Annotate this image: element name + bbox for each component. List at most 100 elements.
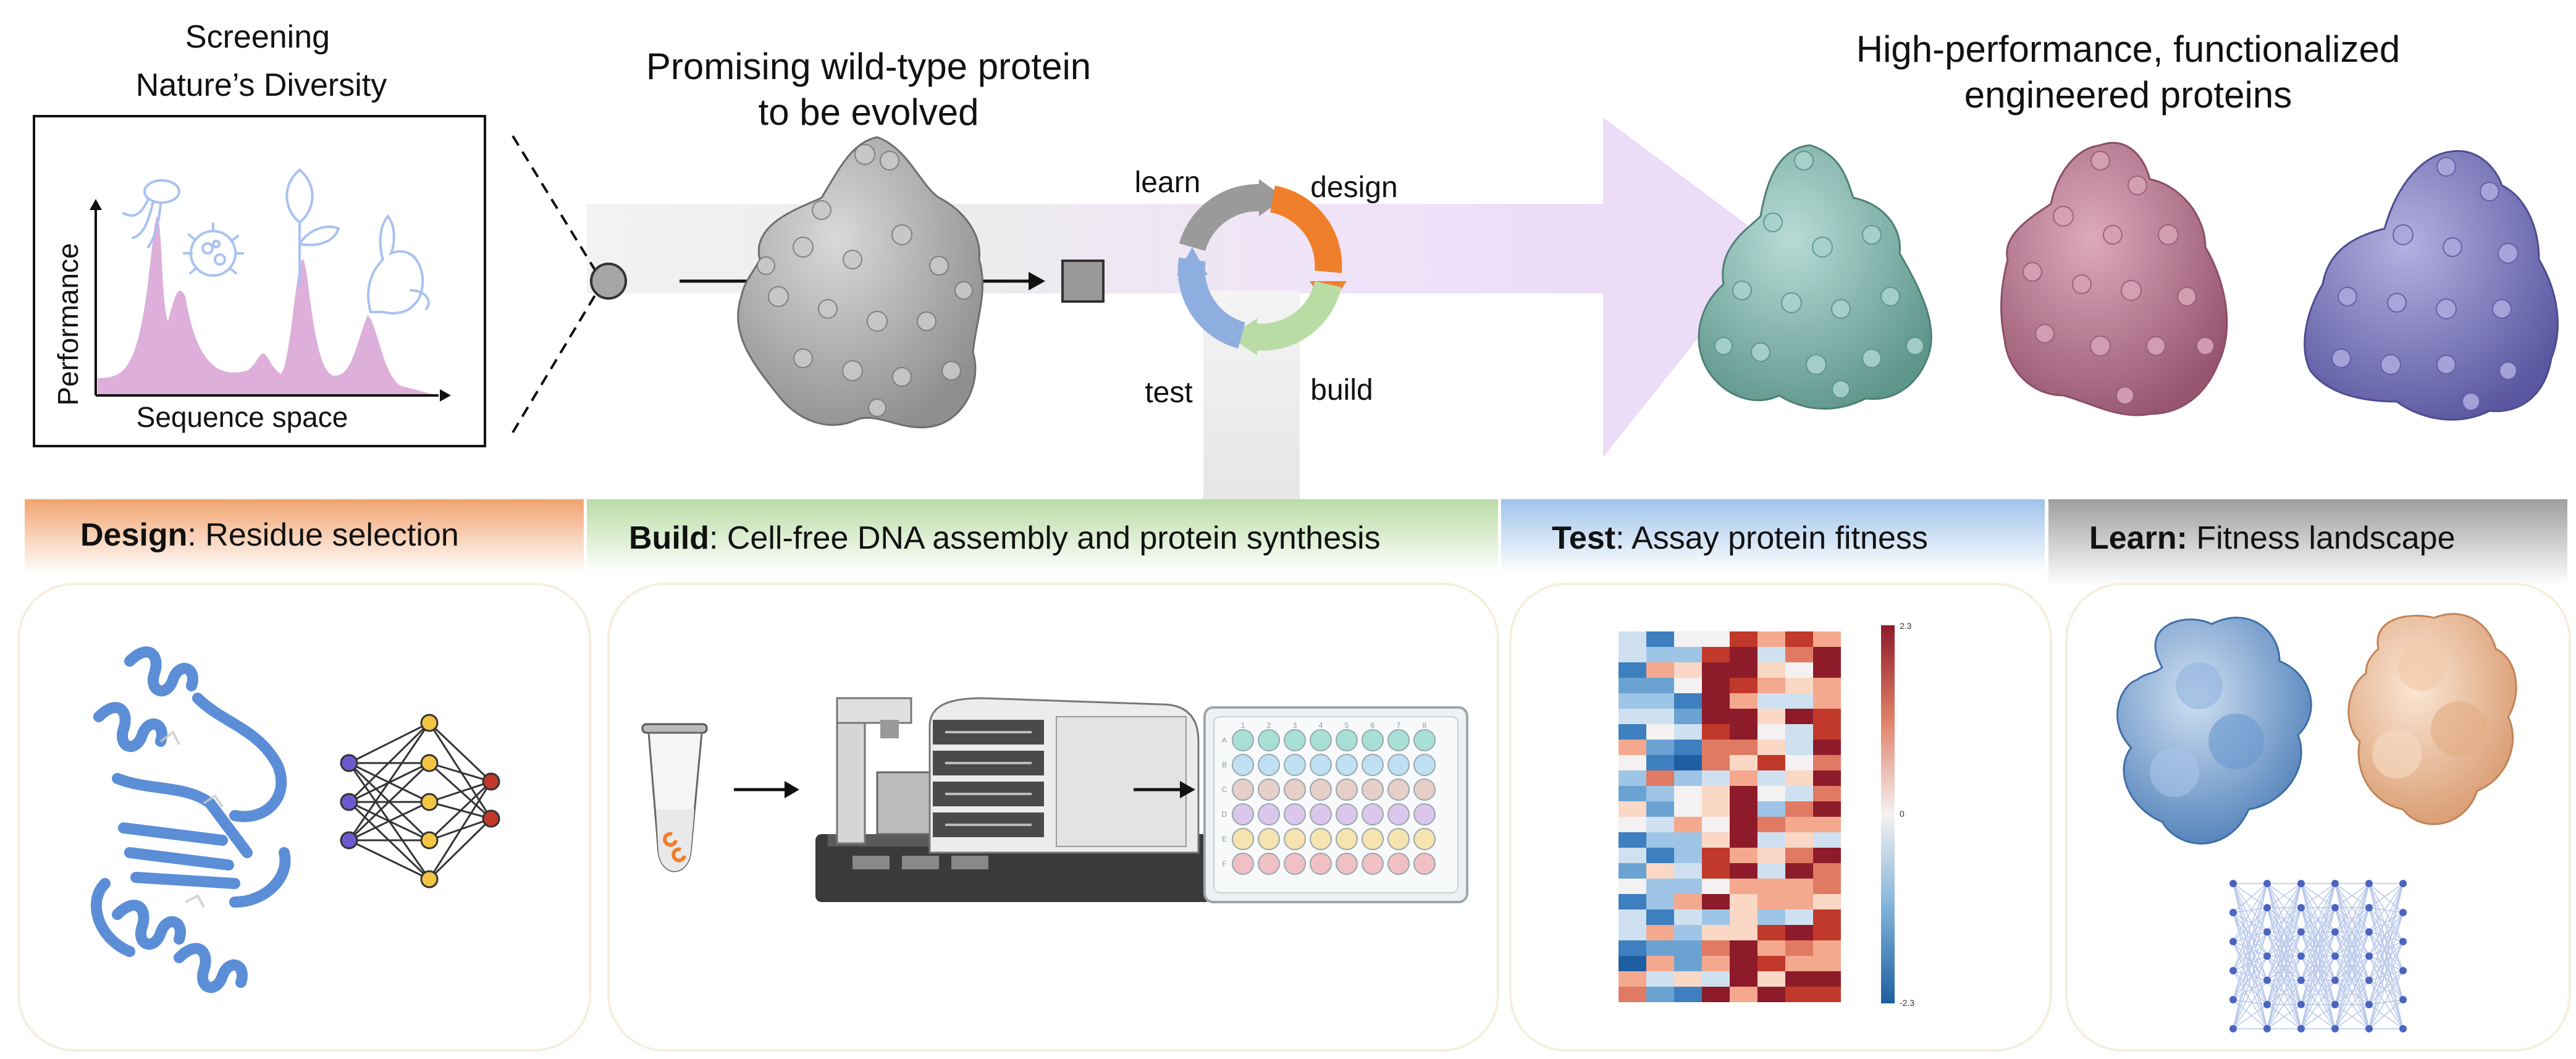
nn-connection [2233,883,2268,1005]
nn-connection [2267,980,2302,1029]
start-point-circle [590,263,627,300]
heatmap-cell [1813,971,1841,987]
heatmap-cell [1674,817,1702,832]
plate-well [1336,754,1358,776]
nn-connection [2233,883,2268,1000]
heatmap-cell [1702,709,1730,724]
heatmap-cell [1702,832,1730,848]
heatmap-cell [1618,956,1646,971]
heatmap-cell [1618,709,1646,724]
heatmap-cell [1757,709,1785,724]
nn-connection [2368,883,2404,908]
nn-node [2331,976,2339,984]
y-axis-label: Performance [52,243,84,406]
nn-node [2365,952,2373,960]
heatmap-cell [1702,940,1730,956]
plate-well [1310,828,1332,850]
nn-connection [2368,907,2404,1029]
plate-well [1232,828,1254,850]
heatmap-cell [1674,863,1702,879]
wildtype-protein-structure [737,136,983,429]
heatmap-cell [1813,801,1841,817]
heatmap-cell [1702,770,1730,786]
zoom-line-top [511,135,597,273]
nn-connection [2368,970,2404,981]
nn-node [2297,1000,2305,1008]
nn-connection [2233,907,2268,971]
cycle-label-design: design [1310,171,1398,204]
nn-connection [2368,970,2404,1005]
heatmap-cell [1730,693,1757,709]
heatmap-cell [1757,755,1785,770]
plate-well [1387,778,1410,801]
nn-connection [2233,883,2268,913]
heatmap-cell [1757,647,1785,662]
heatmap-cell [1730,894,1757,909]
heatmap-cell [1646,786,1674,801]
nn-connection [2334,883,2370,981]
nn-connection [2300,980,2336,1029]
nn-connection [2233,941,2268,981]
heatmap-cell [1618,724,1646,740]
nn-node [2365,928,2373,936]
heatmap-cell [1785,678,1813,693]
plate-well [1284,853,1306,875]
heatmap-cell [1674,662,1702,678]
heatmap-cell [1646,678,1674,693]
protein-surface-blue [2116,617,2312,845]
nn-connection [2233,931,2268,1000]
nn-connection [2368,912,2404,981]
heatmap-cell [1618,879,1646,894]
plate-well [1387,729,1410,751]
heatmap-cell [1618,940,1646,956]
nn-connection [2368,931,2404,942]
heatmap-cell [1702,678,1730,693]
heatmap-cell [1785,662,1813,678]
plate-well [1362,853,1384,875]
plate-well [1387,853,1410,875]
nn-connection [2233,970,2268,981]
heatmap-cell [1757,940,1785,956]
nn-connection [2368,912,2404,1005]
nn-connection [2368,883,2404,932]
nn-connection [2368,883,2404,956]
heatmap-cell [1757,987,1785,1002]
nn-node [2331,952,2339,960]
heatmap-cell [1618,971,1646,987]
nn-connection [2368,883,2404,1005]
heatmap-cell [1674,740,1702,755]
build-arc [1252,281,1342,351]
screening-title-line2: Nature’s Diversity [135,67,387,103]
heatmap-cell [1702,879,1730,894]
heatmap-cell [1618,740,1646,755]
nn-connection [2267,932,2302,1029]
heatmap-cell [1646,894,1674,909]
heatmap-cell [1646,925,1674,940]
plate-well [1362,729,1384,751]
engineered-protein-pink [2000,141,2228,416]
nn-connection [2334,883,2370,1005]
heatmap-cell [1785,940,1813,956]
heatmap-cell [1702,801,1730,817]
plate-well [1387,754,1410,776]
heatmap-cell [1646,647,1674,662]
nn-node [2331,904,2339,912]
plate-well [1284,754,1306,776]
nn-connection [2233,883,2268,971]
plate-row-label: A [1222,736,1227,745]
heatmap-cell [1757,863,1785,879]
nn-node [2365,1025,2373,1032]
neural-network-large [2229,880,2407,1032]
nn-node [2365,904,2373,912]
plate-well [1336,853,1358,875]
nn-connection [2300,883,2336,956]
nn-connection [2300,1004,2336,1029]
nn-connection [2334,883,2370,908]
heatmap-cell [1785,848,1813,863]
heatmap-cell [1646,755,1674,770]
heatmap-cell [1702,848,1730,863]
nn-connection [2233,941,2268,1005]
nn-connection [2267,883,2302,981]
heatmap-cell [1646,971,1674,987]
nn-connection [2233,956,2268,1029]
